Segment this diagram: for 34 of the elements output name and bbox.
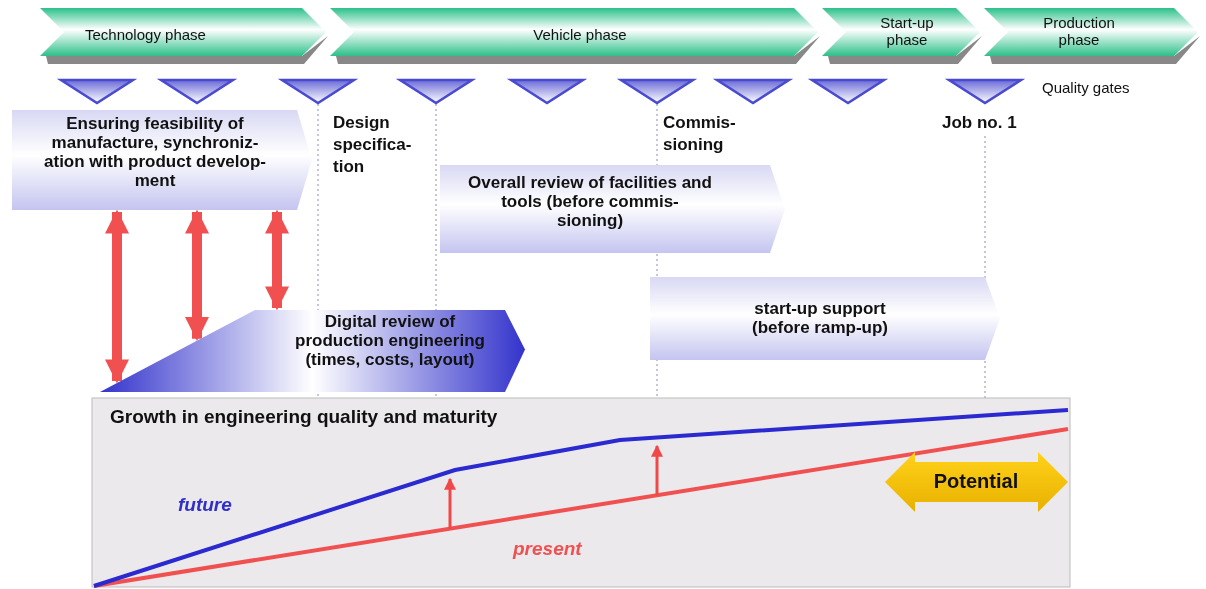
phase-label: Technology phase: [85, 26, 207, 43]
phase-banner: [984, 8, 1200, 64]
quality-gate-triangle: [716, 79, 790, 104]
panel-title: Growth in engineering quality and maturity: [110, 406, 499, 427]
double-arrow: [185, 209, 209, 342]
activity-text: Digital review of production engineering (times, costs, layout): [294, 312, 486, 369]
quality-gate-triangle: [281, 79, 355, 104]
double-arrow: [105, 209, 129, 384]
milestone-label: Commis- sioning: [663, 112, 736, 156]
quality-gate-triangle: [160, 79, 234, 104]
quality-gate-triangle: [399, 79, 473, 104]
quality-gate-triangle: [948, 79, 1022, 104]
phase-label: Start-up phase: [879, 14, 935, 48]
milestone-label: Design specifica- tion: [333, 112, 413, 178]
milestone-label: Job no. 1: [942, 112, 1017, 134]
phase-banner: [822, 8, 982, 64]
quality-gate-triangle: [510, 79, 584, 104]
double-arrow: [265, 209, 289, 311]
arrow-text: Potential: [932, 470, 1020, 492]
line-label: present: [513, 537, 582, 561]
activity-text: Ensuring feasibility of manufacture, synchroniz- ation with product develop- ment: [43, 114, 267, 190]
activity-text: start-up support (before ramp-up): [751, 299, 889, 337]
phase-label: Vehicle phase: [532, 26, 628, 43]
legend-note: Quality gates: [1042, 78, 1130, 98]
quality-gate-triangle: [620, 79, 694, 104]
quality-gate-triangle: [60, 79, 134, 104]
activity-text: Overall review of facilities and tools (before commis- sioning): [467, 173, 713, 230]
phase-banner: [330, 8, 820, 64]
quality-gate-triangle: [811, 79, 885, 104]
line-label: future: [178, 493, 232, 517]
phase-banner: [40, 8, 328, 64]
phase-label: Production phase: [1042, 14, 1116, 48]
double-arrow-shape: [885, 452, 1068, 512]
wedge-arrow-box: [100, 307, 525, 392]
